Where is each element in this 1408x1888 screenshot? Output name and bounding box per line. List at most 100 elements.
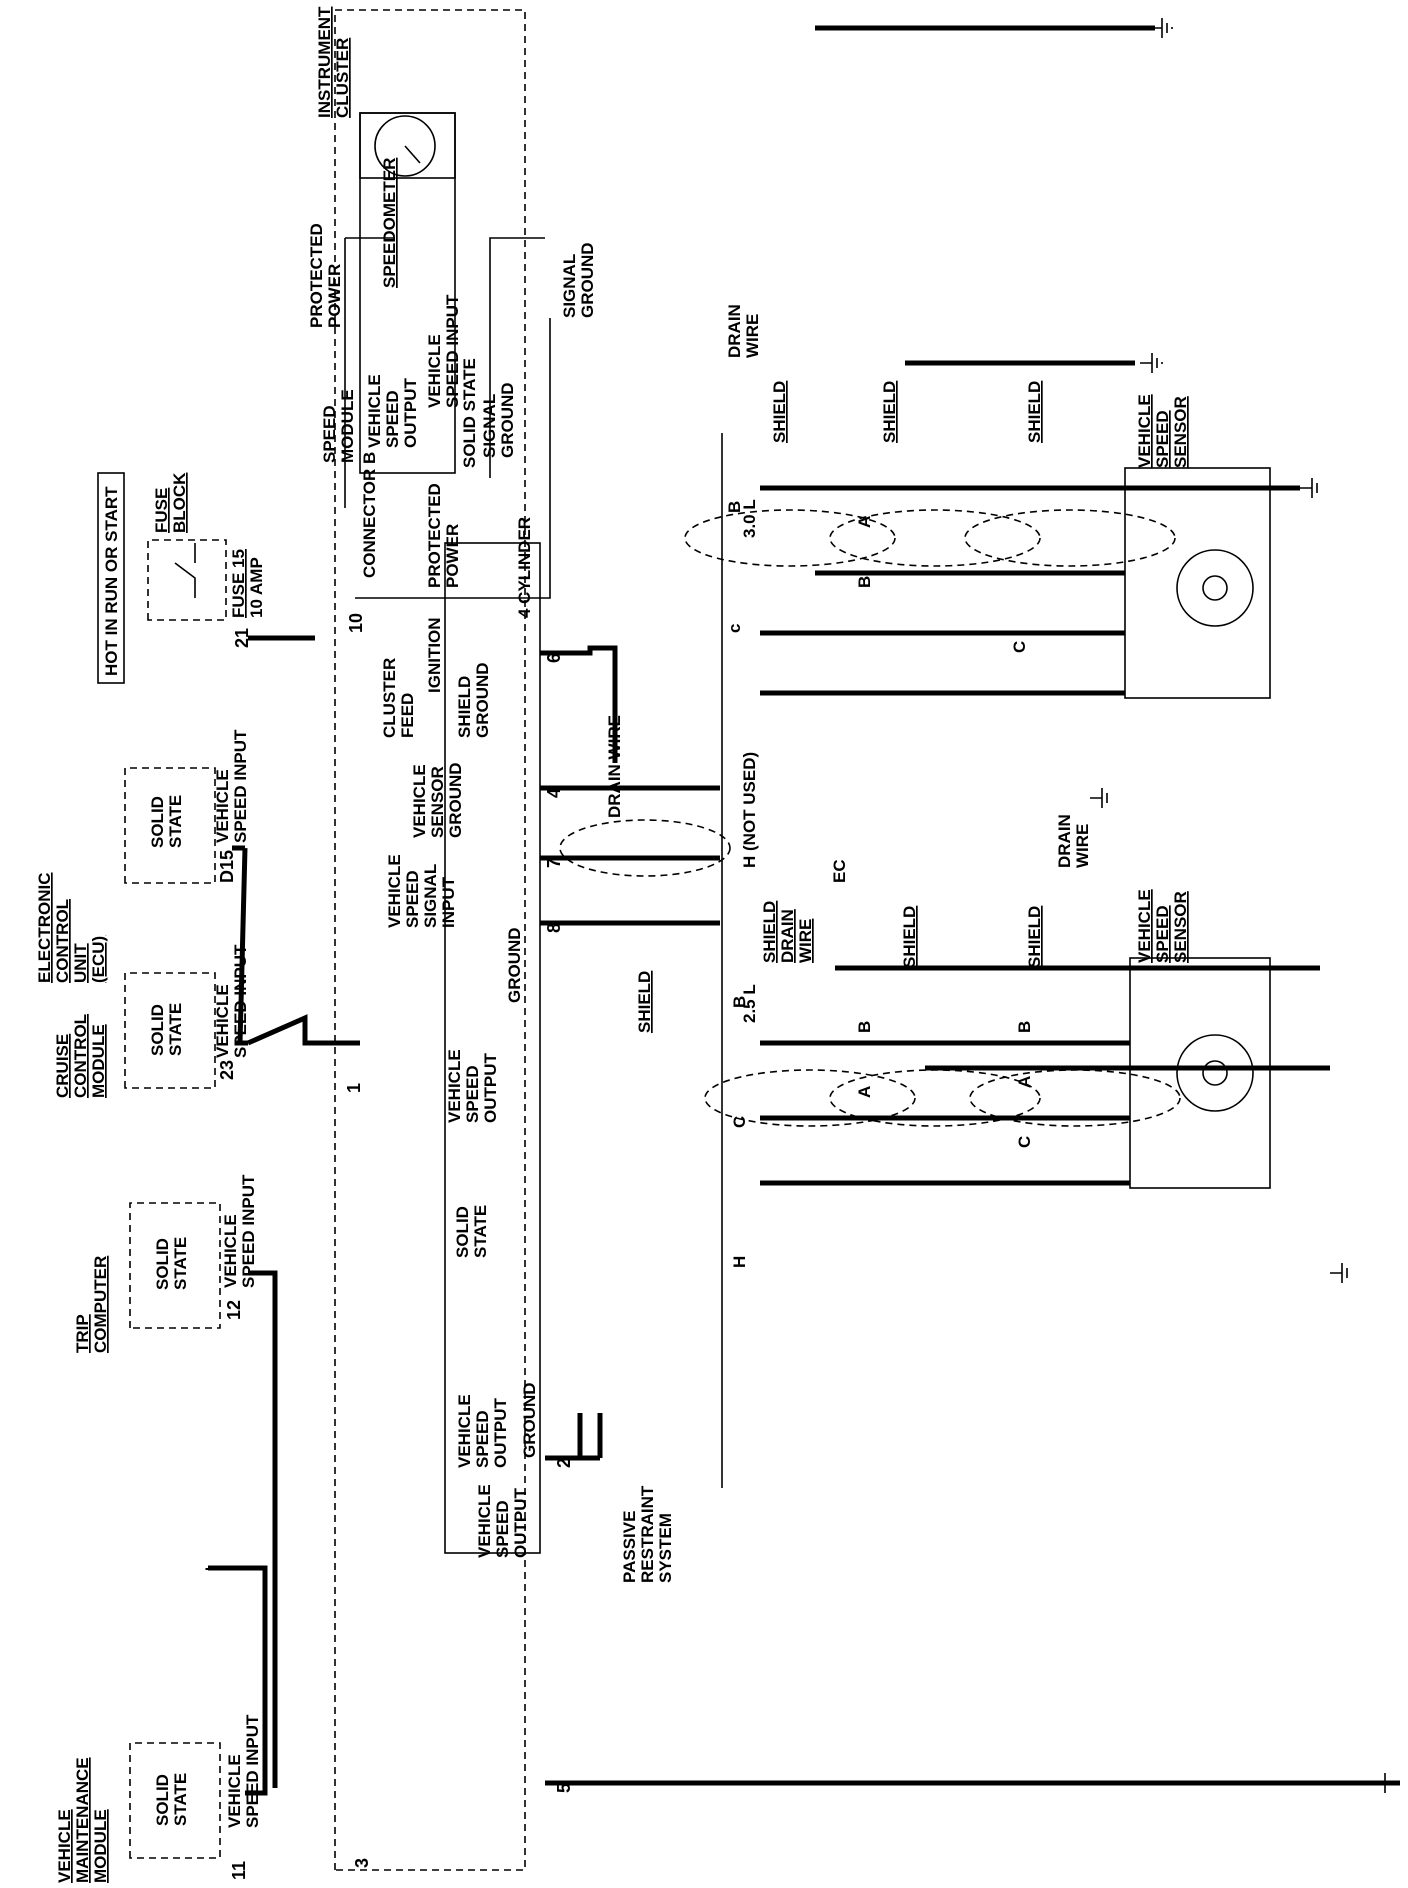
letter-b-5: B (1015, 1021, 1034, 1033)
vss-signal-1: VEHICLE (385, 854, 404, 928)
trip-input-2: SPEED INPUT (239, 1174, 258, 1288)
ground-4-icon (1384, 1773, 1395, 1793)
ground-5-icon (1090, 788, 1108, 808)
l25-label: 2.5 L (740, 984, 759, 1023)
shield-30-2-icon (829, 509, 1041, 567)
vss-30-3: SENSOR (1171, 396, 1190, 468)
sig-gnd-inner-2: GROUND (498, 382, 517, 458)
fuse-amp: 10 AMP (247, 557, 266, 618)
cluster-feed-wire (355, 318, 551, 599)
signal-ground-top-1: SIGNAL (560, 254, 579, 318)
vss-25-3: SENSOR (1171, 891, 1190, 963)
vss-25-gear-icon (1176, 1034, 1254, 1112)
passive-2: RESTRAINT (638, 1485, 657, 1583)
shield-drain-1: SHIELD (760, 901, 779, 963)
pin-4: 4 (544, 788, 564, 798)
letter-c-4: C (1015, 1136, 1034, 1148)
pin-1: 1 (344, 1083, 364, 1093)
cruise-body-2: STATE (166, 1003, 185, 1056)
speedometer-gauge-icon (374, 115, 436, 177)
hot-label: HOT IN RUN OR START (102, 486, 121, 676)
vmm-box (129, 1742, 221, 1859)
vss-25-2: SPEED (1153, 905, 1172, 963)
cluster-title-2: CLUSTER (333, 38, 352, 118)
pin-6: 6 (544, 653, 564, 663)
letter-b-1: B (725, 501, 744, 513)
cruise-title-1: CRUISE (53, 1034, 72, 1098)
signal-ground-top-2: GROUND (578, 242, 597, 318)
protected-power-top-2: POWER (325, 264, 344, 328)
ecu-pin: D15 (217, 850, 237, 883)
vmm-title-3: MODULE (91, 1809, 110, 1883)
wire-cruise (235, 1014, 360, 1046)
passive-1: PASSIVE (620, 1511, 639, 1583)
wire-pin6-drain (540, 645, 618, 763)
ecu-body-1: SOLID (148, 796, 167, 848)
vmm-body-2: STATE (171, 1773, 190, 1826)
fuse-box (147, 539, 227, 621)
shield-30a: SHIELD (770, 381, 789, 443)
l30-label: 3.0 L (740, 499, 759, 538)
trip-input-1: VEHICLE (221, 1214, 240, 1288)
drain-25-1: DRAIN (1055, 814, 1074, 868)
vss-30-gear-icon (1176, 549, 1254, 627)
vso2-2: SPEED (473, 1410, 492, 1468)
vso-inner-2: SPEED (383, 390, 402, 448)
vso1-3: OUTPUT (481, 1053, 500, 1124)
wire-vmm (208, 1565, 268, 1796)
shield-30-1-icon (684, 509, 896, 567)
h-not-used: H (NOT USED) (740, 752, 759, 868)
vso2-3: OUTPUT (491, 1398, 510, 1469)
vso1-1: VEHICLE (445, 1049, 464, 1123)
ecu-title-2: CONTROL (53, 899, 72, 983)
vso3-1: VEHICLE (475, 1484, 494, 1558)
letter-c-3: C (730, 1116, 749, 1128)
solid-state-box (444, 542, 541, 1554)
ecu-title-4: (ECU) (89, 936, 108, 983)
shield-drain-2: DRAIN (778, 909, 797, 963)
vso-inner-1: VEHICLE (365, 374, 384, 448)
ecu-body-2: STATE (166, 795, 185, 848)
shield-left: SHIELD (635, 971, 654, 1033)
speedo-needle (404, 145, 421, 164)
ground-symbol-icons (1090, 18, 1395, 1793)
vss-25-box (1129, 957, 1271, 1189)
ignition-label: IGNITION (425, 617, 444, 693)
vss-25-hub (1202, 1060, 1228, 1086)
fuse-15: FUSE 15 (229, 549, 248, 618)
drain-30-2: WIRE (743, 314, 762, 358)
vmm-pin: 11 (229, 1861, 249, 1880)
solid-state-spd: SOLID STATE (460, 358, 479, 468)
pin-5: 5 (554, 1783, 574, 1793)
trip-title-1: TRIP (73, 1314, 92, 1353)
cruise-title-2: CONTROL (71, 1014, 90, 1098)
shield-25b: SHIELD (1025, 906, 1044, 968)
fuse-block: HOT IN RUN OR START FUSE BLOCK FUSE 15 1… (97, 472, 266, 684)
ecu-box (124, 767, 216, 884)
vss-ground-2: SENSOR (428, 766, 447, 838)
shield-30-3-icon (964, 509, 1176, 567)
fuse-block-title-1: FUSE (152, 488, 171, 533)
cruise-box (124, 972, 216, 1089)
ground-1-icon (1150, 18, 1173, 38)
pin-7: 7 (544, 858, 564, 868)
cruise-input-1: VEHICLE (213, 984, 232, 1058)
ec-label: EC (830, 859, 849, 883)
trip-pin: 12 (224, 1300, 244, 1320)
wire-pin2 (545, 1413, 583, 1461)
speed-module-1: SPEED (320, 405, 339, 463)
h-letter: H (730, 1256, 749, 1268)
vmm-title-1: VEHICLE (55, 1809, 74, 1883)
vmm-body-1: SOLID (153, 1774, 172, 1826)
vsi-label-1: VEHICLE (425, 334, 444, 408)
pin-2: 2 (554, 1458, 574, 1468)
cruise-title-3: MODULE (89, 1024, 108, 1098)
ground-label: GROUND (505, 927, 524, 1003)
ecu-module: ELECTRONIC CONTROL UNIT (ECU) SOLID STAT… (35, 729, 250, 983)
ground-2-icon (1140, 353, 1163, 373)
shield-25a: SHIELD (900, 906, 919, 968)
ground-3-icon (1300, 478, 1318, 498)
ecu-title-3: UNIT (71, 943, 90, 983)
ecu-title-1: ELECTRONIC (35, 873, 54, 984)
